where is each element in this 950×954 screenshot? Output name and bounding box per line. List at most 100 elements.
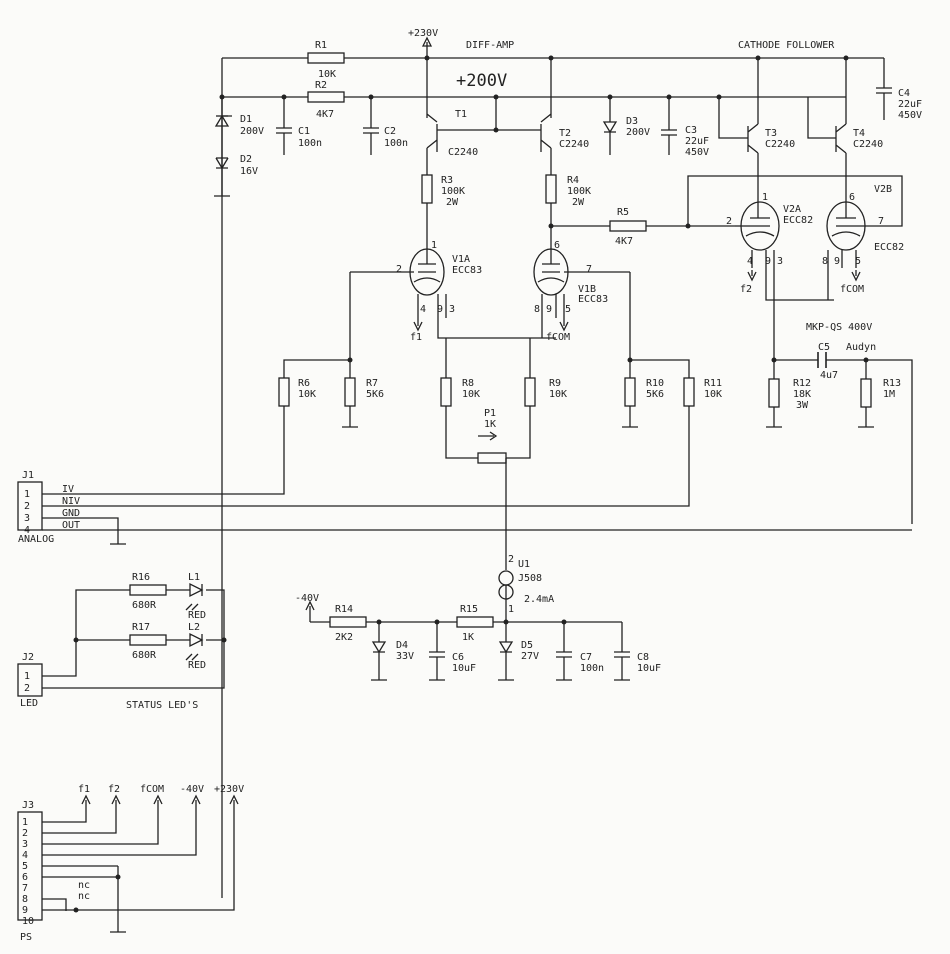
j1-sig-gnd: GND xyxy=(62,508,80,519)
c6-ref: C6 xyxy=(452,652,464,663)
capacitor-c7 xyxy=(556,622,572,681)
r12-ref: R12 xyxy=(793,378,811,389)
v2a-value: ECC82 xyxy=(783,215,813,226)
r16-ref: R16 xyxy=(132,572,150,583)
j3-nc-7: nc xyxy=(78,880,90,891)
r9-ref: R9 xyxy=(549,378,561,389)
filament-f1: f1 xyxy=(410,318,423,343)
triode-v1a xyxy=(350,242,445,296)
r7-ref: R7 xyxy=(366,378,378,389)
j3-label-f2: f2 xyxy=(108,784,120,795)
j1-sig-out: OUT xyxy=(62,520,80,531)
j3-label-fcom: fCOM xyxy=(140,784,164,795)
j3-pin7: 7 xyxy=(22,883,28,894)
led-l2 xyxy=(185,632,204,661)
v2b-fcom-label: fCOM xyxy=(840,284,864,295)
c2-value: 100n xyxy=(384,138,408,149)
c4-value: 22uF xyxy=(898,99,922,110)
d3-value: 200V xyxy=(626,127,650,138)
r1-ref: R1 xyxy=(315,40,327,51)
capacitor-c6 xyxy=(429,622,445,681)
r9-value: 10K xyxy=(549,389,567,400)
r5-ref: R5 xyxy=(617,207,629,218)
r15-value: 1K xyxy=(462,632,474,643)
c8-value: 10uF xyxy=(637,663,661,674)
c7-ref: C7 xyxy=(580,652,592,663)
j1-pin4: 4 xyxy=(24,525,30,536)
c6-value: 10uF xyxy=(452,663,476,674)
d1-value: 200V xyxy=(240,126,264,137)
r3-ref: R3 xyxy=(441,175,453,186)
plus200-label: +200V xyxy=(456,71,507,91)
r17-value: 680R xyxy=(132,650,157,661)
j1-name: ANALOG xyxy=(18,534,54,545)
j3-pin2: 2 xyxy=(22,828,28,839)
j3-ref: J3 xyxy=(22,800,34,811)
u1-pin1: 1 xyxy=(508,604,514,615)
v1a-pin93: 9 3 xyxy=(437,304,455,315)
r14-value: 2K2 xyxy=(335,632,353,643)
capacitor-c1 xyxy=(276,97,292,155)
t2-value: C2240 xyxy=(559,139,589,150)
t1-ref: T1 xyxy=(455,109,467,120)
v1b-pin5: 5 xyxy=(565,304,571,315)
resistor-r2 xyxy=(307,91,345,103)
triode-v2b xyxy=(687,175,903,251)
j3-pin8: 8 xyxy=(22,894,28,905)
mkp-label: MKP-QS 400V xyxy=(806,322,872,333)
resistor-r1 xyxy=(307,52,345,64)
j3-pin10: 10 xyxy=(22,916,34,927)
capacitor-c3 xyxy=(661,97,677,155)
transistor-t1 xyxy=(426,58,496,178)
resistor-r10 xyxy=(624,377,636,407)
r2-ref: R2 xyxy=(315,80,327,91)
c8-ref: C8 xyxy=(637,652,649,663)
d5-value: 27V xyxy=(521,651,539,662)
d2-value: 16V xyxy=(240,166,258,177)
d2-ref: D2 xyxy=(240,154,252,165)
v2a-pin93: 9 3 xyxy=(765,256,783,267)
c1-ref: C1 xyxy=(298,126,310,137)
c5-ref: C5 xyxy=(818,342,830,353)
j2-name: LED xyxy=(20,698,38,709)
v1a-f1-label: f1 xyxy=(410,332,422,343)
v2b-pin7: 7 xyxy=(878,216,884,227)
c2-ref: C2 xyxy=(384,126,396,137)
resistor-r13 xyxy=(860,378,872,408)
p1-value: 1K xyxy=(484,419,496,430)
filament-fcom-v1: fCOM xyxy=(546,318,570,343)
capacitor-c4 xyxy=(876,58,892,120)
c7-value: 100n xyxy=(580,663,604,674)
cathode-follower-label: CATHODE FOLLOWER xyxy=(738,40,835,51)
resistor-r17 xyxy=(129,634,167,646)
v1b-pin6: 6 xyxy=(554,240,560,251)
v1b-value: ECC83 xyxy=(578,294,608,305)
r6-value: 10K xyxy=(298,389,316,400)
t2-ref: T2 xyxy=(559,128,571,139)
r17-ref: R17 xyxy=(132,622,150,633)
r3-power: 2W xyxy=(446,197,459,208)
u1-value: J508 xyxy=(518,573,542,584)
v1b-pin7: 7 xyxy=(586,264,592,275)
j3-label-p230: +230V xyxy=(214,784,244,795)
resistor-r15 xyxy=(456,616,494,628)
r12-value: 18K xyxy=(793,389,811,400)
v1a-value: ECC83 xyxy=(452,265,482,276)
j2-ref: J2 xyxy=(22,652,34,663)
resistor-r14 xyxy=(329,616,367,628)
l1-value: RED xyxy=(188,610,206,621)
c1-value: 100n xyxy=(298,138,322,149)
v1b-pin89: 8 9 xyxy=(534,304,552,315)
r8-ref: R8 xyxy=(462,378,474,389)
j1-ref: J1 xyxy=(22,470,34,481)
v2a-pin4: 4 xyxy=(747,256,753,267)
j1-sig-iv: IV xyxy=(62,484,74,495)
j1-sig-niv: NIV xyxy=(62,496,80,507)
r13-ref: R13 xyxy=(883,378,901,389)
minus40-label: -40V xyxy=(295,593,319,604)
r5-value: 4K7 xyxy=(615,236,633,247)
t1-value: C2240 xyxy=(448,147,478,158)
r10-value: 5K6 xyxy=(646,389,664,400)
j3-name: PS xyxy=(20,932,32,943)
